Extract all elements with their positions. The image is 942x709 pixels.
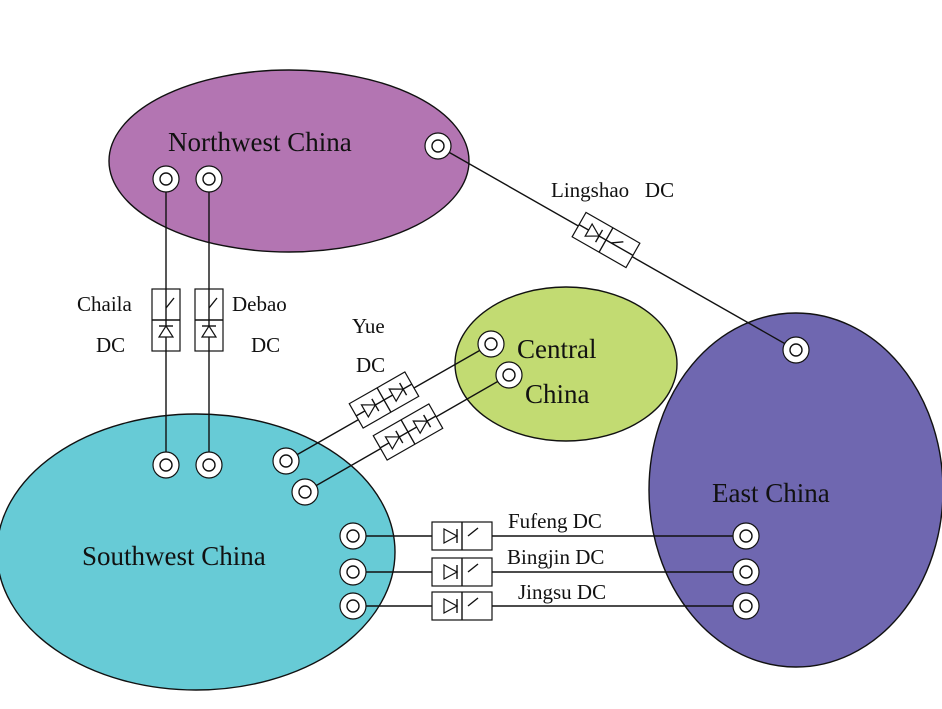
terminal-node (152, 165, 180, 193)
terminal-node (272, 447, 300, 475)
fufeng-dc-label: Fufeng DC (508, 509, 602, 533)
lingshao-dc-label: Lingshao DC (551, 178, 674, 202)
fufeng-converter-symbol (431, 521, 493, 551)
terminal-node (424, 132, 452, 160)
central-china-region (454, 286, 678, 442)
terminal-node (732, 592, 760, 620)
lingshao-converter-symbol (571, 211, 641, 269)
terminal-node (291, 478, 319, 506)
chaila-dc-label-line1: Chaila (77, 292, 132, 316)
chaila-dc-label-line2: DC (96, 333, 125, 357)
bingjin-converter-symbol (431, 557, 493, 587)
terminal-node (732, 558, 760, 586)
yue-dc-label-line2: DC (356, 353, 385, 377)
terminal-node (477, 330, 505, 358)
jingsu-dc-label: Jingsu DC (518, 580, 606, 604)
debao-dc-label-line2: DC (251, 333, 280, 357)
central-china-label-line2: China (525, 379, 590, 409)
east-china-region (648, 312, 942, 668)
jingsu-converter-symbol (431, 591, 493, 621)
yue-converter-symbol-lower (372, 403, 444, 461)
chaila-converter-symbol (151, 288, 181, 352)
terminal-node (339, 592, 367, 620)
terminal-node (339, 558, 367, 586)
terminal-nodes (152, 132, 810, 620)
yue-dc-label-line1: Yue (352, 314, 385, 338)
terminal-node (732, 522, 760, 550)
terminal-node (339, 522, 367, 550)
central-china-label-line1: Central (517, 334, 596, 364)
northwest-china-region (108, 69, 470, 253)
debao-dc-label-line1: Debao (232, 292, 287, 316)
debao-converter-symbol (194, 288, 224, 352)
terminal-node (782, 336, 810, 364)
southwest-china-label: Southwest China (82, 541, 266, 571)
terminal-node (195, 451, 223, 479)
east-china-label: East China (712, 478, 830, 508)
yue-converter-symbol-upper (348, 371, 420, 429)
terminal-node (495, 361, 523, 389)
bingjin-dc-label: Bingjin DC (507, 545, 604, 569)
northwest-china-label: Northwest China (168, 127, 352, 157)
terminal-node (152, 451, 180, 479)
terminal-node (195, 165, 223, 193)
